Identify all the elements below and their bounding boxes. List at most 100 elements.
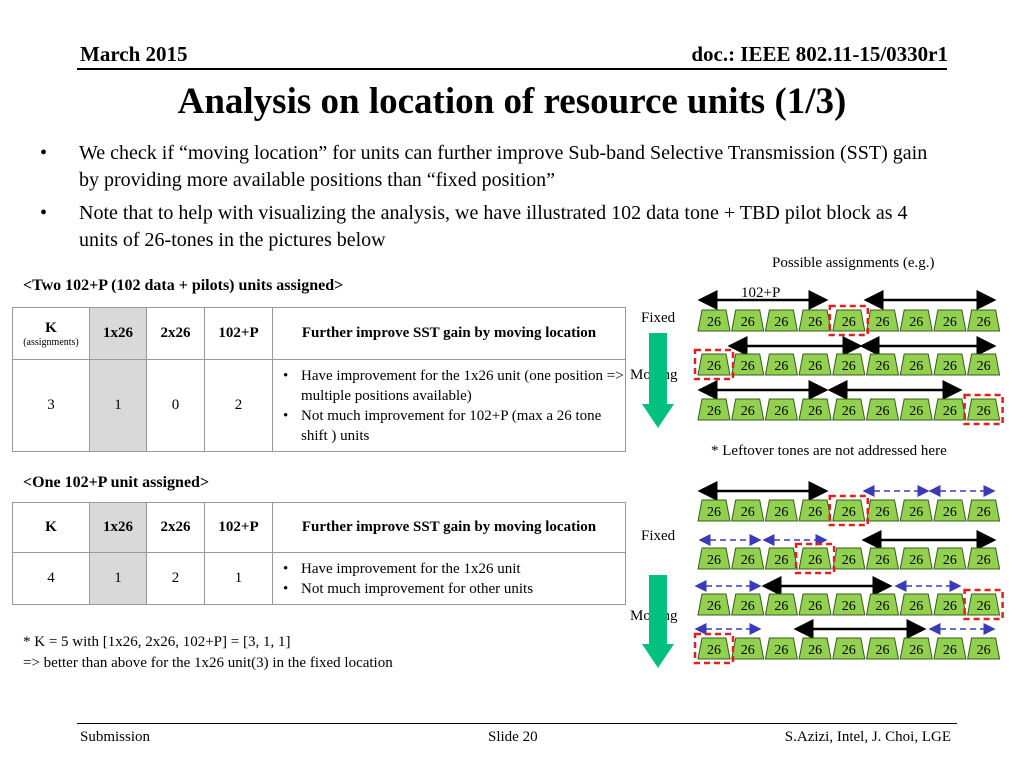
footnote-line2: => better than above for the 1x26 unit(3… <box>23 655 393 671</box>
section2-table: K 1x26 2x26 102+P Further improve SST ga… <box>12 502 626 605</box>
unit-26-label: 26 <box>774 643 788 658</box>
unit-26-block <box>933 309 967 332</box>
footer-authors: S.Azizi, Intel, J. Choi, LGE <box>784 729 951 745</box>
unit-26-block <box>899 309 933 332</box>
unit-26-block <box>798 637 832 660</box>
section1-table: K (assignments) 1x26 2x26 102+P Further … <box>12 307 626 452</box>
unit-26-label: 26 <box>707 404 721 419</box>
highlight-box <box>693 632 735 665</box>
header-date: March 2015 <box>80 42 188 66</box>
col-2x26-header: 2x26 <box>146 307 205 360</box>
unit-26-block <box>933 398 967 421</box>
unit-26-block <box>731 547 765 570</box>
moving-arrow-shaft <box>649 333 667 406</box>
unit-26-label: 26 <box>876 404 890 419</box>
unit-26-block <box>966 637 1001 660</box>
unit-26-label: 26 <box>774 359 788 374</box>
unit-26-label: 26 <box>943 315 957 330</box>
unit-26-block <box>764 309 799 332</box>
moving-arrow-head <box>642 404 674 428</box>
unit-26-label: 26 <box>842 553 856 568</box>
unit-26-block <box>798 398 832 421</box>
unit-26-label: 26 <box>977 599 991 614</box>
unit-26-block <box>832 593 866 616</box>
header-doc-id: doc.: IEEE 802.11-15/0330r1 <box>691 42 948 66</box>
unit-26-block <box>764 547 799 570</box>
unit-26-label: 26 <box>977 315 991 330</box>
fixed-label-bottom: Fixed <box>641 528 676 544</box>
unit-26-block <box>697 499 731 522</box>
section1-heading: <Two 102+P (102 data + pilots) units ass… <box>23 277 344 294</box>
unit-26-label: 26 <box>707 359 721 374</box>
unit-26-block <box>764 637 799 660</box>
unit-26-block <box>966 547 1001 570</box>
highlight-box <box>828 494 870 527</box>
row-1x26: 1 <box>89 552 147 605</box>
unit-26-block <box>697 353 731 376</box>
unit-26-block <box>899 398 933 421</box>
footer-divider <box>77 723 957 724</box>
unit-26-label: 26 <box>943 359 957 374</box>
unit-26-block <box>731 309 765 332</box>
row-102p: 1 <box>204 552 273 605</box>
unit-26-block <box>933 353 967 376</box>
unit-26-label: 26 <box>909 643 923 658</box>
bullet-dot: • <box>40 142 48 164</box>
highlight-box <box>963 588 1004 621</box>
footer-slide-number: Slide 20 <box>488 729 538 745</box>
unit-26-block <box>832 499 866 522</box>
unit-26-block <box>966 593 1001 616</box>
unit-26-label: 26 <box>741 553 755 568</box>
unit-26-block <box>832 637 866 660</box>
k-header-sub: (assignments) <box>23 336 79 348</box>
unit-26-block <box>764 593 799 616</box>
col-2x26-header: 2x26 <box>146 502 205 553</box>
unit-26-block <box>798 499 832 522</box>
unit-26-block <box>731 398 765 421</box>
unit-26-block <box>697 309 731 332</box>
unit-26-label: 26 <box>876 643 890 658</box>
bullet-1-text: We check if “moving location” for units … <box>79 142 928 191</box>
unit-26-label: 26 <box>909 505 923 520</box>
note-item: Have improvement for the 1x26 unit (one … <box>283 366 625 406</box>
unit-26-block <box>764 499 799 522</box>
unit-26-block <box>899 593 933 616</box>
unit-26-label: 26 <box>808 359 822 374</box>
moving-arrow-head <box>642 644 674 668</box>
row-102p: 2 <box>204 359 273 452</box>
unit-26-label: 26 <box>707 315 721 330</box>
unit-26-block <box>731 593 765 616</box>
unit-26-label: 26 <box>943 553 957 568</box>
unit-26-label: 26 <box>909 553 923 568</box>
unit-26-block <box>865 637 900 660</box>
unit-26-label: 26 <box>808 315 822 330</box>
unit-26-label: 26 <box>707 643 721 658</box>
unit-26-block <box>832 398 866 421</box>
header-divider <box>77 68 947 70</box>
unit-26-label: 26 <box>842 643 856 658</box>
unit-26-label: 26 <box>943 505 957 520</box>
fixed-label-top: Fixed <box>641 310 676 326</box>
unit-26-block <box>966 499 1001 522</box>
unit-26-block <box>899 637 933 660</box>
unit-26-label: 26 <box>774 315 788 330</box>
unit-26-label: 26 <box>774 505 788 520</box>
highlight-box <box>693 348 735 381</box>
unit-26-block <box>798 353 832 376</box>
unit-26-block <box>832 353 866 376</box>
unit-26-label: 26 <box>943 404 957 419</box>
unit-26-label: 26 <box>943 643 957 658</box>
unit-26-block <box>764 353 799 376</box>
row-improve-notes: Have improvement for the 1x26 unit (one … <box>272 359 626 452</box>
unit-26-block <box>865 353 900 376</box>
unit-26-label: 26 <box>842 599 856 614</box>
unit-26-block <box>899 499 933 522</box>
unit-26-block <box>865 398 900 421</box>
highlight-box <box>828 304 870 337</box>
unit-26-label: 26 <box>707 553 721 568</box>
footer-submission: Submission <box>80 729 151 745</box>
unit-26-label: 26 <box>909 359 923 374</box>
unit-26-label: 26 <box>977 505 991 520</box>
col-improve-header: Further improve SST gain by moving locat… <box>272 502 626 553</box>
